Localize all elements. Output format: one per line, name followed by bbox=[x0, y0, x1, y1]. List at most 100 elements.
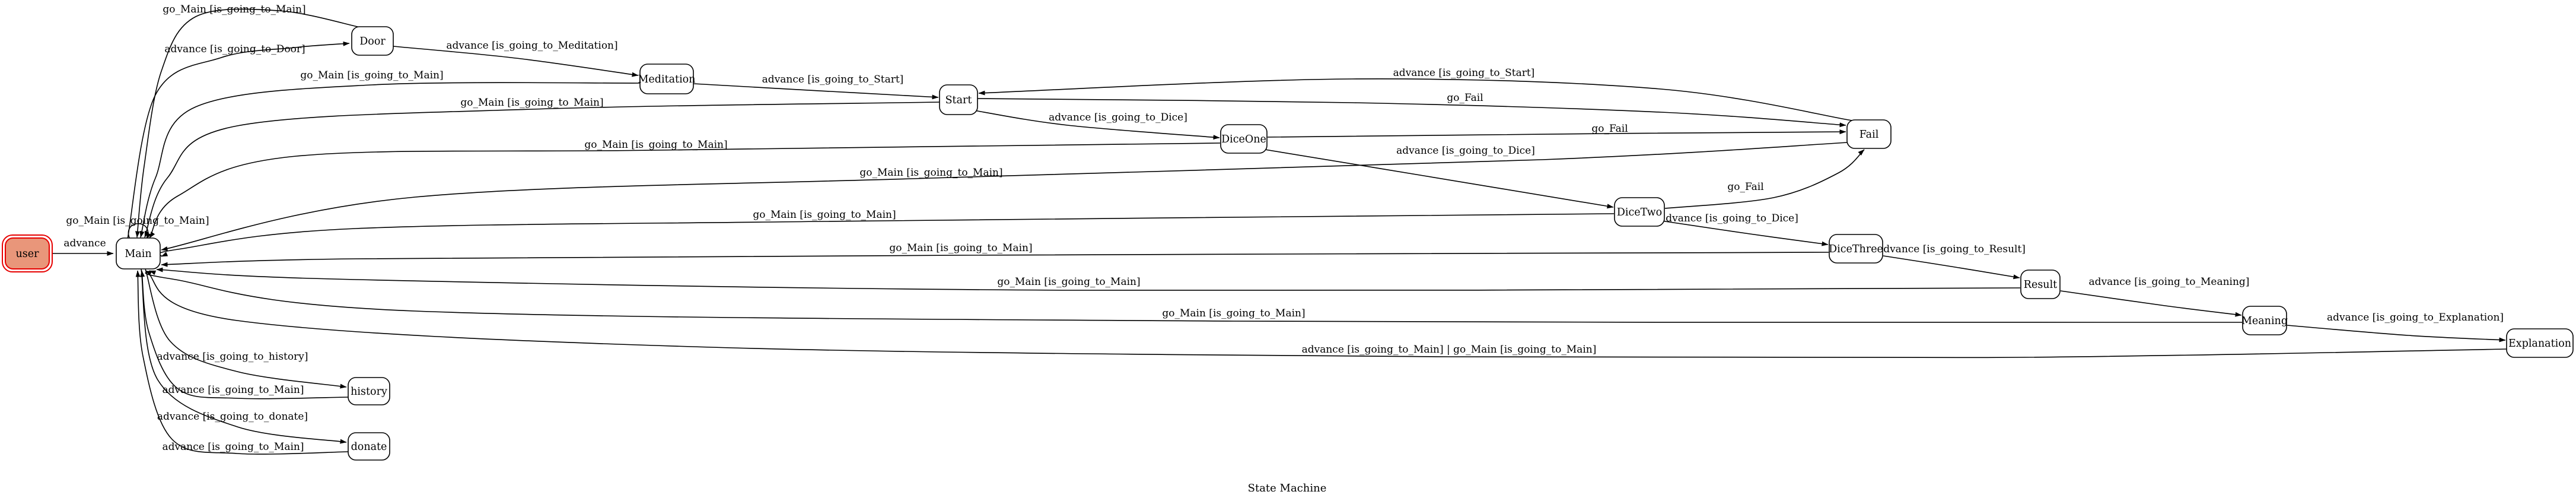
state-node-box bbox=[2020, 269, 2061, 299]
transition-label: go_Main [is_going_to_Main] bbox=[163, 4, 305, 15]
transition-arrow bbox=[2060, 290, 2242, 317]
transition-arrow bbox=[2287, 325, 2506, 343]
transition-label: advance [is_going_to_history] bbox=[157, 351, 308, 363]
state-node-box bbox=[2506, 328, 2574, 358]
state-node-box bbox=[1829, 234, 1883, 264]
state-node-Main: Main bbox=[116, 237, 161, 269]
transition-arrow bbox=[145, 268, 347, 389]
transition-label: go_Main [is_going_to_Main] bbox=[66, 215, 209, 227]
transition-label: go_Fail bbox=[1447, 92, 1483, 104]
edge-Start-to-Fail: go_Fail bbox=[977, 92, 1846, 128]
transition-label: advance [is_going_to_Start] bbox=[762, 74, 904, 85]
state-node-label: history bbox=[351, 386, 387, 398]
transition-label: go_Main [is_going_to_Main] bbox=[1162, 307, 1305, 319]
transition-arrow bbox=[158, 213, 1615, 257]
state-node-DiceThree: DiceThree bbox=[1829, 234, 1883, 264]
transition-label: advance [is_going_to_Result] bbox=[1877, 243, 2026, 255]
transition-arrow bbox=[156, 267, 2021, 291]
transition-arrow bbox=[149, 142, 1221, 239]
state-node-box bbox=[348, 377, 390, 405]
transition-label: advance [is_going_to_Explanation] bbox=[2327, 312, 2504, 324]
edge-DiceThree-to-Result: advance [is_going_to_Result] bbox=[1877, 243, 2026, 280]
state-node-box bbox=[1614, 197, 1665, 227]
edge-Start-to-Main: go_Main [is_going_to_Main] bbox=[144, 97, 940, 238]
state-node-label: Door bbox=[359, 36, 386, 47]
transition-label: advance [is_going_to_Main] bbox=[163, 441, 304, 453]
transition-arrow bbox=[978, 78, 1852, 121]
transition-label: go_Main [is_going_to_Main] bbox=[859, 167, 1002, 179]
transition-arrow bbox=[1661, 220, 1829, 246]
edge-history-to-Main: advance [is_going_to_Main] bbox=[140, 270, 349, 399]
transition-label: go_Main [is_going_to_Main] bbox=[753, 209, 896, 221]
transition-label: go_Main [is_going_to_Main] bbox=[460, 97, 603, 109]
state-node-box bbox=[1220, 124, 1268, 154]
transition-arrow bbox=[973, 110, 1220, 140]
edge-Meaning-to-Explanation: advance [is_going_to_Explanation] bbox=[2287, 312, 2506, 343]
state-node-DiceTwo: DiceTwo bbox=[1614, 197, 1665, 227]
transition-arrow bbox=[145, 270, 2243, 323]
state-node-DiceOne: DiceOne bbox=[1220, 124, 1268, 154]
edge-Meaning-to-Main: go_Main [is_going_to_Main] bbox=[145, 270, 2243, 323]
transition-arrow bbox=[693, 83, 939, 100]
edge-DiceThree-to-Main: go_Main [is_going_to_Main] bbox=[161, 242, 1829, 267]
transition-label: go_Main [is_going_to_Main] bbox=[997, 276, 1140, 288]
edge-Main-to-Door: advance [is_going_to_Door] bbox=[127, 41, 350, 240]
transition-arrow bbox=[161, 142, 1849, 251]
state-node-Fail: Fail bbox=[1846, 119, 1892, 149]
state-node-label: Main bbox=[125, 248, 151, 260]
edge-Main-to-history: advance [is_going_to_history] bbox=[145, 268, 347, 389]
transition-label: go_Main [is_going_to_Main] bbox=[584, 139, 727, 151]
transition-arrow bbox=[1883, 255, 2020, 280]
transition-label: advance [is_going_to_Meditation] bbox=[446, 40, 617, 52]
transition-arrow bbox=[127, 41, 350, 240]
state-node-label: Start bbox=[945, 94, 972, 106]
edge-DiceOne-to-Fail: go_Fail bbox=[1267, 123, 1846, 138]
transition-label: go_Fail bbox=[1727, 181, 1763, 193]
state-node-box bbox=[1846, 119, 1892, 149]
state-node-donate: donate bbox=[348, 432, 390, 461]
edge-DiceOne-to-Main: go_Main [is_going_to_Main] bbox=[149, 139, 1221, 239]
initial-node-inner-box bbox=[5, 237, 50, 269]
transition-arrow bbox=[144, 102, 940, 238]
state-node-box bbox=[639, 64, 694, 94]
state-node-label: DiceOne bbox=[1221, 134, 1266, 145]
edge-DiceOne-to-DiceTwo: advance [is_going_to_Dice] bbox=[1265, 145, 1614, 209]
state-node-box bbox=[348, 432, 390, 461]
transition-label: advance [is_going_to_Dice] bbox=[1049, 112, 1187, 123]
edge-Main-to-donate: advance [is_going_to_donate] bbox=[141, 268, 347, 444]
state-node-box bbox=[2242, 306, 2287, 335]
transition-label: advance [is_going_to_Main] | go_Main [is… bbox=[1302, 344, 1597, 356]
transition-label: go_Main [is_going_to_Main] bbox=[300, 69, 443, 81]
diagram-title: State Machine bbox=[1247, 482, 1327, 494]
state-node-box bbox=[939, 84, 978, 115]
transition-label: advance bbox=[63, 237, 106, 249]
state-node-Meditation: Meditation bbox=[638, 64, 696, 94]
transition-label: advance [is_going_to_Main] bbox=[163, 384, 304, 396]
state-node-history: history bbox=[348, 377, 390, 405]
transition-arrow bbox=[145, 270, 2508, 359]
transition-arrow bbox=[393, 46, 639, 77]
state-node-Result: Result bbox=[2020, 269, 2061, 299]
state-node-label: Result bbox=[2024, 279, 2057, 291]
state-node-label: DiceThree bbox=[1829, 243, 1883, 255]
transition-label: advance [is_going_to_Meaning] bbox=[2089, 276, 2250, 288]
transition-label: advance [is_going_to_Dice] bbox=[1660, 213, 1798, 224]
edge-DiceTwo-to-DiceThree: advance [is_going_to_Dice] bbox=[1660, 213, 1829, 246]
state-node-box bbox=[351, 26, 394, 56]
transition-arrow bbox=[1265, 149, 1614, 209]
transition-arrow bbox=[135, 270, 349, 455]
state-node-label: Fail bbox=[1859, 129, 1879, 141]
state-node-label: Explanation bbox=[2508, 338, 2571, 350]
edge-Fail-to-Start: advance [is_going_to_Start] bbox=[978, 67, 1852, 121]
edge-Door-to-Main: go_Main [is_going_to_Main] bbox=[135, 4, 361, 238]
transition-label: go_Fail bbox=[1591, 123, 1628, 135]
transition-label: go_Main [is_going_to_Main] bbox=[889, 242, 1032, 254]
transition-label: advance [is_going_to_Start] bbox=[1393, 67, 1535, 79]
state-node-Meaning: Meaning bbox=[2241, 306, 2288, 335]
state-node-user: user bbox=[2, 234, 53, 272]
state-node-Start: Start bbox=[939, 84, 978, 115]
transition-label: advance [is_going_to_Dice] bbox=[1396, 145, 1535, 157]
state-node-label: Meditation bbox=[638, 74, 696, 85]
edge-Result-to-Meaning: advance [is_going_to_Meaning] bbox=[2060, 276, 2250, 317]
